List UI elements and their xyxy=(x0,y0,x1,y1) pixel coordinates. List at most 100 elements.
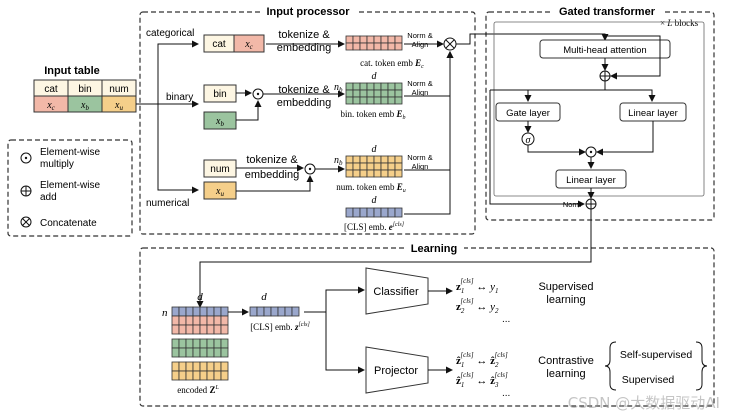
encoded-bin-cell xyxy=(213,338,222,349)
branch-categorical: categorical xyxy=(146,28,194,39)
encoded-cat-cell xyxy=(220,315,229,326)
cat-token-cell xyxy=(366,35,375,44)
bin-token-cell xyxy=(345,96,354,105)
bin-token-cell xyxy=(352,89,361,98)
encoded-num-cell xyxy=(213,370,222,381)
encoded-bin-cell xyxy=(185,347,194,358)
bin-token-cell xyxy=(359,82,368,91)
bin-token-cell xyxy=(394,89,403,98)
sup-line-1: z1[cls] ↔ y1 xyxy=(456,277,499,295)
con-dots: ... xyxy=(502,388,510,399)
bin-label: bin xyxy=(213,89,226,100)
table-cell-xu: xu xyxy=(114,100,123,112)
bin-emb-label: bin. token emb Eb xyxy=(340,109,405,121)
table-cell-xb: xb xyxy=(80,100,89,112)
num-token-cell xyxy=(366,169,375,178)
norm-label: Norm xyxy=(563,200,581,209)
cls-token-cell xyxy=(380,207,389,218)
encoded-bin-cell xyxy=(171,347,180,358)
encoded-num-cell xyxy=(178,370,187,381)
cat-token-cell xyxy=(394,35,403,44)
bin-token-cell xyxy=(387,96,396,105)
cls-z-bar xyxy=(249,306,300,317)
num-token-cell xyxy=(352,169,361,178)
sup-dots: ... xyxy=(502,314,510,325)
encoded-bin-cell xyxy=(199,347,208,358)
mha-label: Multi-head attention xyxy=(563,45,646,56)
gated-transformer-title: Gated transformer xyxy=(559,6,656,18)
table-header-num: num xyxy=(109,84,128,95)
encoded-cat-cell xyxy=(220,324,229,335)
cat-token-cell xyxy=(380,35,389,44)
table-header-cat: cat xyxy=(44,84,58,95)
cat-emb-label: cat. token emb Ec xyxy=(360,58,424,70)
num-emb-label: num. token emb Eu xyxy=(336,182,406,194)
encoded-cat-cell xyxy=(206,324,215,335)
self-supervised-label: Self-supervised xyxy=(620,349,693,361)
sigmoid-symbol: σ xyxy=(526,135,532,146)
table-header-bin: bin xyxy=(78,84,91,95)
cls-token-cell xyxy=(359,207,368,218)
encoded-cls-cell xyxy=(213,306,222,317)
encoded-bin-cell xyxy=(220,338,229,349)
encoded-cat-cell xyxy=(199,315,208,326)
encoded-num-cell xyxy=(185,361,194,372)
bin-token-cell xyxy=(359,96,368,105)
encoded-cat-cell xyxy=(185,324,194,335)
cat-token-cell xyxy=(359,35,368,44)
encoded-cls-cell xyxy=(220,306,229,317)
legend-add-line2: add xyxy=(40,192,57,203)
cat-token-grid xyxy=(345,35,403,51)
con-line-1: ẑ1[cls] ↔ ẑ2[cls] xyxy=(456,351,508,369)
num-token-cell xyxy=(373,169,382,178)
num-token-cell xyxy=(387,169,396,178)
cat-token-cell xyxy=(394,42,403,51)
blocks-label: × L blocks xyxy=(660,18,699,28)
num-token-cell xyxy=(345,155,354,164)
gated-transformer-box xyxy=(485,11,715,221)
cls-token-cell xyxy=(373,207,382,218)
bin-token-cell xyxy=(380,96,389,105)
bin-token-cell xyxy=(373,82,382,91)
bin-token-cell xyxy=(373,96,382,105)
cls-z-cell xyxy=(277,306,286,317)
bin-dim-nb: nb xyxy=(334,82,343,94)
bin-token-cell xyxy=(366,82,375,91)
learning-title: Learning xyxy=(411,243,457,255)
bin-token-cell xyxy=(387,89,396,98)
legend: Element-wise multiply Element-wise add C… xyxy=(20,147,100,229)
bin-token-cell xyxy=(373,89,382,98)
encoded-cat-cell xyxy=(213,324,222,335)
num-token-cell xyxy=(380,155,389,164)
tokenize-bin-line2: embedding xyxy=(277,97,331,109)
encoded-bin-cell xyxy=(192,338,201,349)
encoded-bin-cell xyxy=(220,347,229,358)
branch-numerical: numerical xyxy=(146,198,189,209)
gate-layer-label: Gate layer xyxy=(506,108,550,119)
num-token-cell xyxy=(352,155,361,164)
bin-token-cell xyxy=(380,89,389,98)
encoded-cls-cell xyxy=(171,306,180,317)
encoded-bin-cell xyxy=(171,338,180,349)
num-token-cell xyxy=(387,162,396,171)
branch-binary: binary xyxy=(166,92,193,103)
num-token-cell xyxy=(394,162,403,171)
right-brace xyxy=(695,341,708,391)
left-brace xyxy=(604,341,617,391)
cls-z-label: [CLS] emb. z[cls] xyxy=(250,322,310,332)
num-label: num xyxy=(210,164,229,175)
norm-align-bin-2: Align xyxy=(412,88,429,97)
cat-token-cell xyxy=(352,35,361,44)
cat-token-cell xyxy=(352,42,361,51)
bin-token-cell xyxy=(387,82,396,91)
bin-x-label: xb xyxy=(215,116,224,128)
num-token-grid xyxy=(345,155,403,178)
cat-token-cell xyxy=(345,42,354,51)
bin-token-cell xyxy=(345,82,354,91)
legend-box xyxy=(7,139,133,237)
encoded-num-cell xyxy=(192,370,201,381)
encoded-bin-cell xyxy=(185,338,194,349)
tokenize-cat-line1: tokenize & xyxy=(278,29,330,41)
tokenize-bin-line1: tokenize & xyxy=(278,84,330,96)
